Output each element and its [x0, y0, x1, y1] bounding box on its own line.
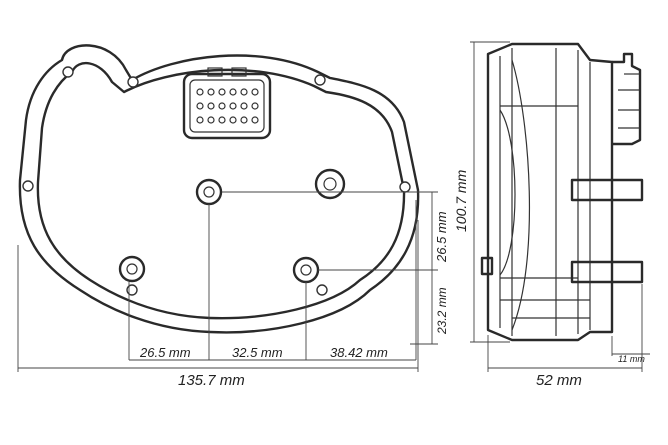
connector-pin [240, 102, 248, 110]
connector-pin [207, 88, 215, 96]
connector-pin [229, 88, 237, 96]
connector-pin [207, 102, 215, 110]
dim-segment-middle: 32.5 mm [232, 345, 283, 360]
rim-screw-hole [399, 181, 411, 193]
dim-vertical-lower: 23.2 mm [435, 287, 449, 335]
dim-total-height: 100.7 mm [453, 169, 469, 232]
boss-right-hole [323, 177, 337, 191]
boss-bottom-left [118, 255, 146, 283]
connector-pin [251, 116, 259, 124]
connector-pin [218, 116, 226, 124]
connector-pin [207, 116, 215, 124]
connector-pin [218, 88, 226, 96]
rim-screw-hole [316, 284, 328, 296]
connector-pin [240, 88, 248, 96]
side-mount-tab [570, 260, 644, 284]
connector-pin [196, 116, 204, 124]
connector-pin [218, 102, 226, 110]
dim-tab-depth: 11 mm [618, 354, 645, 364]
boss-left-hole [203, 186, 215, 198]
rim-screw-hole [314, 74, 326, 86]
connector-pin [229, 116, 237, 124]
boss-bottom-left-hole [126, 263, 138, 275]
side-body-outline [486, 42, 614, 342]
dim-total-width: 135.7 mm [178, 372, 245, 389]
connector-pin [240, 116, 248, 124]
side-view: 100.7 mm 52 mm 11 mm [453, 41, 650, 389]
rim-screw-hole [62, 66, 74, 78]
side-pin [480, 256, 494, 276]
boss-left [195, 178, 223, 206]
rim-screw-hole [22, 180, 34, 192]
boss-bottom-right [292, 256, 320, 284]
connector-pin [196, 102, 204, 110]
dim-depth: 52 mm [536, 372, 582, 389]
side-connector [612, 52, 642, 146]
connector-pin [251, 102, 259, 110]
side-dimension-lines [470, 41, 650, 372]
side-mount-tab [570, 178, 644, 202]
connector-pin [251, 88, 259, 96]
dim-segment-right: 38.42 mm [330, 345, 388, 360]
dim-vertical-upper: 26.5 mm [434, 211, 449, 263]
rim-screw-hole [126, 284, 138, 296]
housing-inner-rim [36, 62, 406, 320]
connector [182, 67, 272, 140]
housing-outline [18, 44, 420, 334]
boss-right [314, 168, 346, 200]
dim-segment-left: 26.5 mm [139, 345, 191, 360]
rim-screw-hole [127, 76, 139, 88]
boss-bottom-right-hole [300, 264, 312, 276]
connector-pin [229, 102, 237, 110]
front-dimension-lines [17, 191, 438, 372]
front-view: 26.5 mm 32.5 mm 38.42 mm 135.7 mm 26.5 m… [17, 44, 449, 389]
connector-pin [196, 88, 204, 96]
